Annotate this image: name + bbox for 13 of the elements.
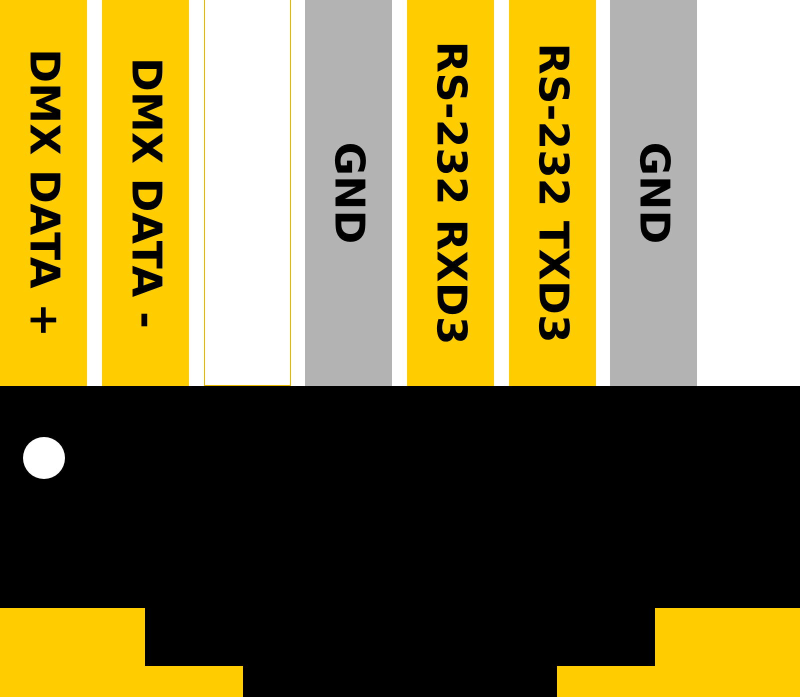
pin-bar [204, 0, 291, 386]
pin-label: RS-232 TXD3 [532, 42, 573, 344]
pin-bar [407, 0, 494, 386]
pin-label: GND [633, 142, 674, 244]
pin-label: DMX DATA - [125, 57, 166, 329]
pin-bar [102, 0, 189, 386]
pin-bar [0, 0, 87, 386]
pin-label: GND [328, 142, 369, 244]
pin-bar [305, 0, 392, 386]
pin-bar [610, 0, 697, 386]
pin-label: RS-232 RXD3 [430, 41, 471, 345]
pin-label: DMX DATA + [23, 48, 64, 338]
pin-bar [509, 0, 596, 386]
